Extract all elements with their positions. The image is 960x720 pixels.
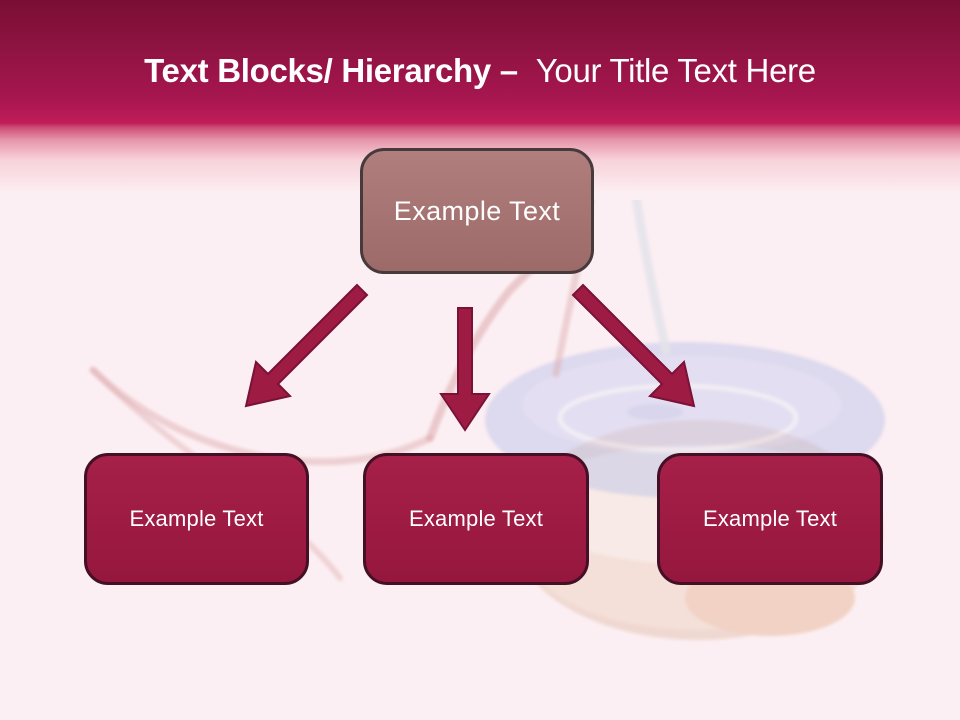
bottom-box-2-label: Example Text	[408, 506, 544, 531]
header-band: Text Blocks/ Hierarchy – Your Title Text…	[0, 0, 960, 200]
top-example-text-box: Example Text	[360, 148, 594, 274]
title-regular-segment: Your Title Text Here	[535, 52, 816, 89]
bottom-example-text-box-3: Example Text	[657, 453, 883, 585]
top-box-label: Example Text	[393, 195, 561, 226]
page-title: Text Blocks/ Hierarchy – Your Title Text…	[0, 52, 960, 90]
bottom-box-3-label: Example Text	[702, 506, 838, 531]
arrow-down-left-icon	[244, 283, 369, 408]
title-bold-segment: Text Blocks/ Hierarchy –	[144, 52, 518, 89]
bottom-box-1-label: Example Text	[129, 506, 264, 531]
arrow-down-right-icon	[571, 283, 696, 408]
arrow-down-icon	[439, 307, 491, 432]
bottom-example-text-box-1: Example Text	[84, 453, 309, 585]
bottom-example-text-box-2: Example Text	[363, 453, 589, 585]
